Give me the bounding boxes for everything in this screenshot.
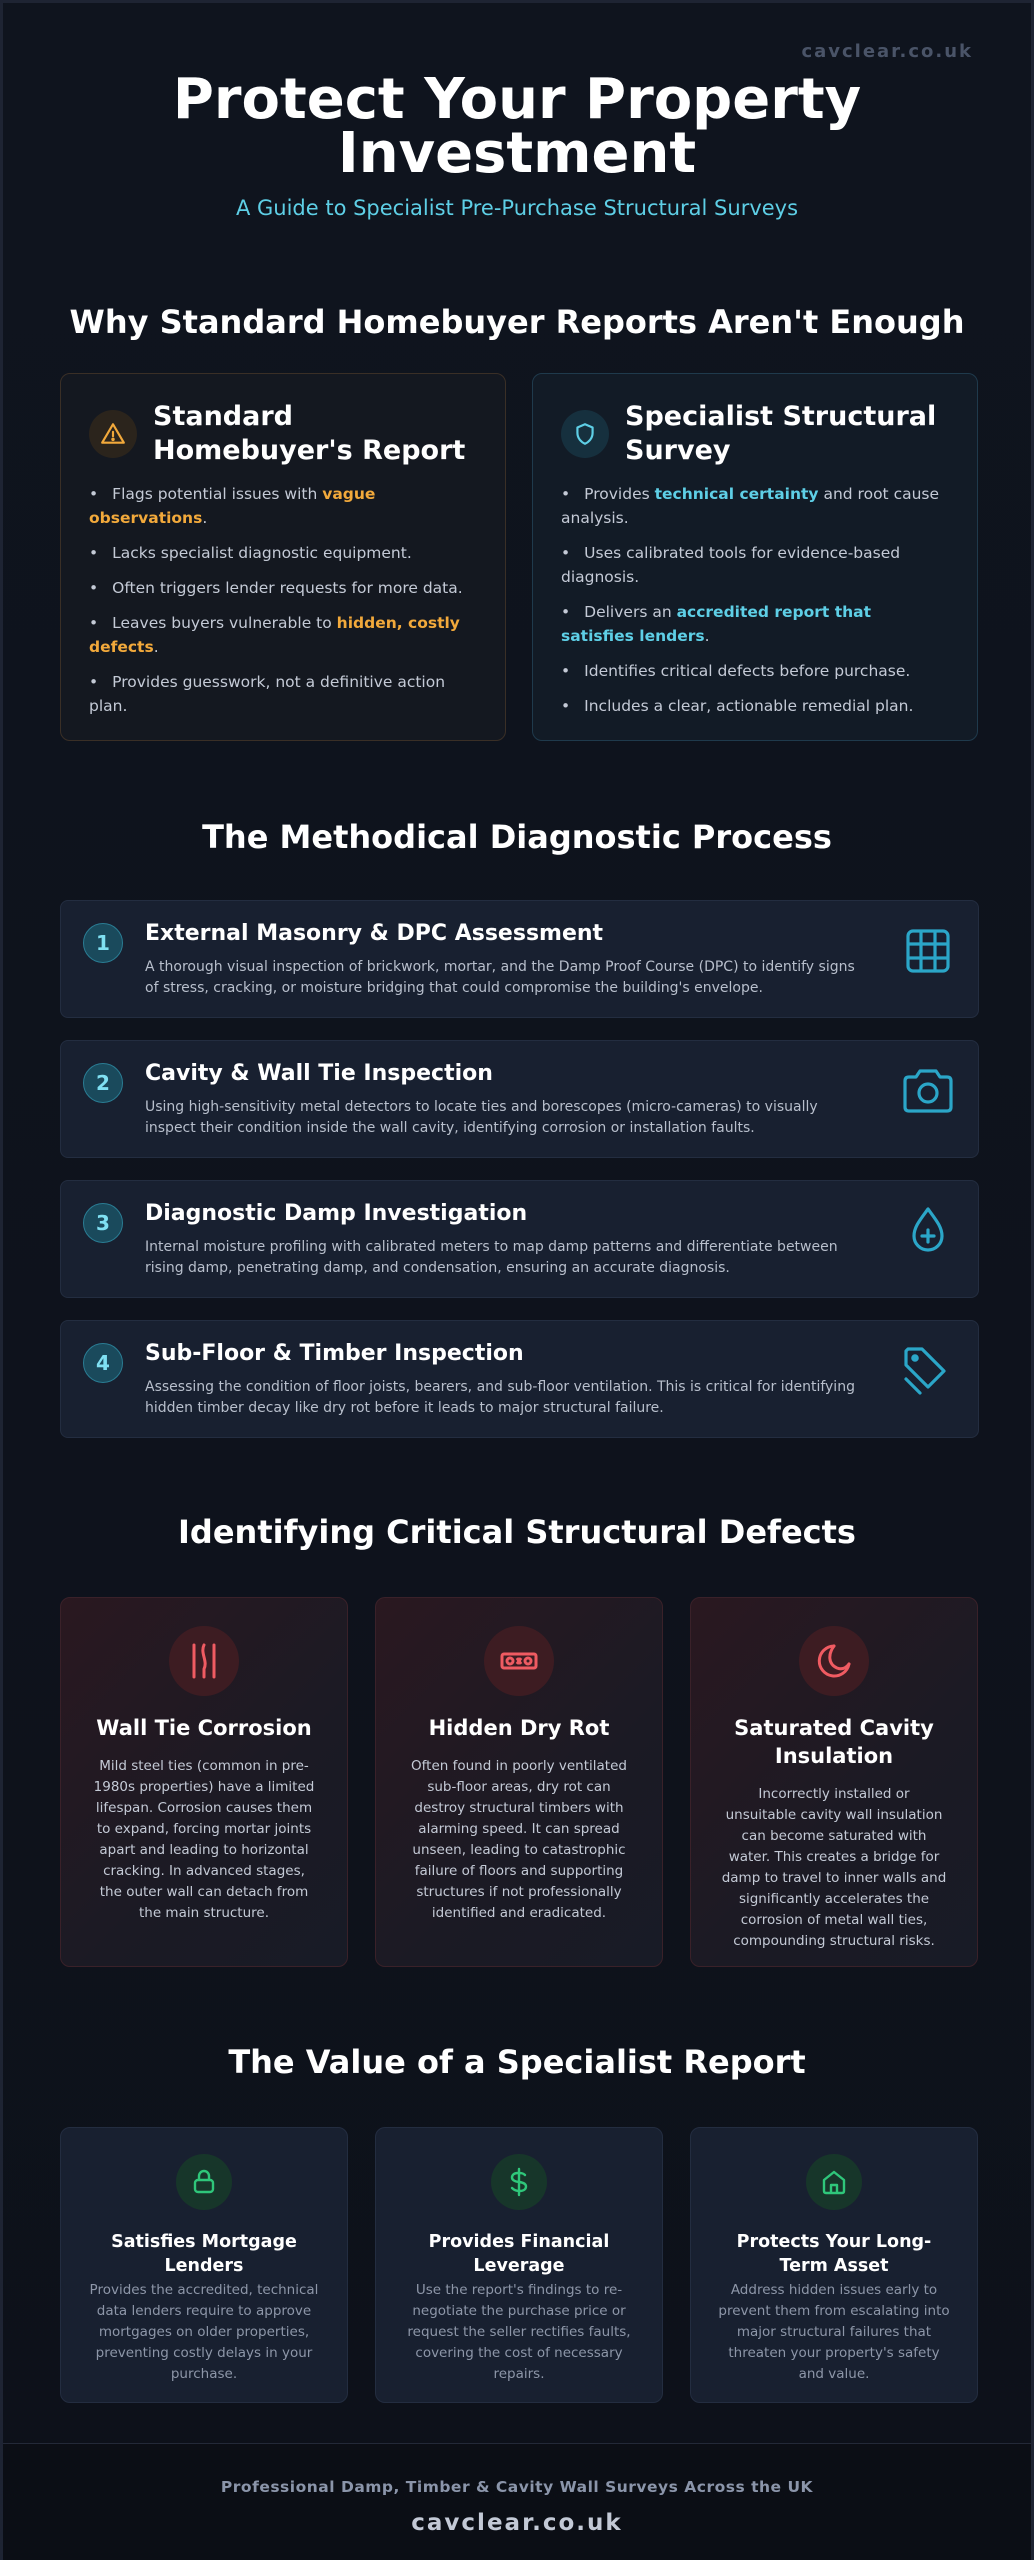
value-description: Use the report's findings to re-negotiat… [407, 2282, 631, 2382]
step-number: 4 [83, 1343, 123, 1383]
value-card: Satisfies Mortgage Lenders Provides the … [60, 2127, 348, 2403]
brand-top: cavclear.co.uk [801, 41, 973, 62]
comparison-section-title: Why Standard Homebuyer Reports Aren't En… [69, 303, 965, 341]
brick-grid-icon [900, 923, 956, 979]
page-subtitle: A Guide to Specialist Pre-Purchase Struc… [235, 196, 799, 220]
defect-card: Hidden Dry Rot Often found in poorly ven… [375, 1597, 663, 1967]
value-card: Provides Financial Leverage Use the repo… [375, 2127, 663, 2403]
defect-description: Often found in poorly ventilated sub-flo… [411, 1758, 627, 1921]
specialist-survey-title: Specialist Structural Survey [625, 401, 937, 466]
warning-icon [89, 410, 137, 458]
list-item: •Uses calibrated tools for evidence-base… [561, 544, 901, 586]
footer: Professional Damp, Timber & Cavity Wall … [3, 2443, 1031, 2560]
specialist-survey-card: Specialist Structural Survey •Provides t… [532, 373, 978, 741]
dollar-icon [491, 2154, 547, 2210]
page-title: Protect Your Property Investment [172, 67, 862, 186]
value-description: Address hidden issues early to prevent t… [718, 2282, 950, 2382]
footer-brand: cavclear.co.uk [411, 2510, 623, 2536]
process-step: 4 Sub-Floor & Timber Inspection Assessin… [60, 1320, 979, 1438]
list-item: •Leaves buyers vulnerable to hidden, cos… [89, 614, 460, 656]
home-icon [806, 2154, 862, 2210]
step-title: External Masonry & DPC Assessment [145, 921, 604, 946]
insulation-icon [799, 1626, 869, 1696]
defect-description: Incorrectly installed or unsuitable cavi… [721, 1786, 947, 1949]
process-step: 2 Cavity & Wall Tie Inspection Using hig… [60, 1040, 979, 1158]
list-item: •Provides guesswork, not a definitive ac… [89, 673, 446, 715]
step-description: Internal moisture profiling with calibra… [145, 1239, 838, 1276]
process-step: 1 External Masonry & DPC Assessment A th… [60, 900, 979, 1018]
process-section-title: The Methodical Diagnostic Process [202, 818, 832, 856]
step-number: 2 [83, 1063, 123, 1103]
step-title: Diagnostic Damp Investigation [145, 1201, 528, 1226]
value-title: Protects Your Long-Term Asset [736, 2232, 932, 2276]
list-item: •Provides technical certainty and root c… [561, 485, 940, 527]
standard-report-title: Standard Homebuyer's Report [153, 401, 466, 466]
step-number: 3 [83, 1203, 123, 1243]
footer-tagline: Professional Damp, Timber & Cavity Wall … [220, 2478, 814, 2496]
defect-card: Saturated Cavity Insulation Incorrectly … [690, 1597, 978, 1967]
value-title: Provides Financial Leverage [428, 2232, 610, 2276]
value-card: Protects Your Long-Term Asset Address hi… [690, 2127, 978, 2403]
list-item: •Often triggers lender requests for more… [89, 579, 463, 597]
step-description: Using high-sensitivity metal detectors t… [145, 1099, 818, 1136]
list-item: •Identifies critical defects before purc… [561, 662, 911, 680]
camera-icon [900, 1063, 956, 1119]
tag-icon [900, 1343, 956, 1399]
standard-report-card: Standard Homebuyer's Report •Flags poten… [60, 373, 506, 741]
value-description: Provides the accredited, technical data … [89, 2282, 319, 2382]
step-description: Assessing the condition of floor joists,… [145, 1379, 855, 1416]
step-title: Sub-Floor & Timber Inspection [145, 1341, 524, 1366]
step-description: A thorough visual inspection of brickwor… [145, 959, 855, 996]
defect-card: Wall Tie Corrosion Mild steel ties (comm… [60, 1597, 348, 1967]
value-title: Satisfies Mortgage Lenders [111, 2232, 297, 2276]
defect-title: Saturated Cavity Insulation [734, 1716, 934, 1768]
step-number: 1 [83, 923, 123, 963]
wall-ties-icon [169, 1626, 239, 1696]
process-step: 3 Diagnostic Damp Investigation Internal… [60, 1180, 979, 1298]
list-item: •Flags potential issues with vague obser… [89, 485, 376, 527]
defect-title: Wall Tie Corrosion [96, 1716, 312, 1740]
list-item: •Delivers an accredited report that sati… [561, 603, 872, 645]
list-item: •Includes a clear, actionable remedial p… [561, 697, 914, 715]
timber-icon [484, 1626, 554, 1696]
value-section-title: The Value of a Specialist Report [228, 2043, 806, 2081]
defect-description: Mild steel ties (common in pre-1980s pro… [93, 1758, 315, 1921]
list-item: •Lacks specialist diagnostic equipment. [89, 544, 412, 562]
standard-report-list: •Flags potential issues with vague obser… [89, 482, 477, 718]
shield-icon [561, 410, 609, 458]
specialist-survey-list: •Provides technical certainty and root c… [561, 482, 949, 718]
step-title: Cavity & Wall Tie Inspection [145, 1061, 493, 1086]
defect-title: Hidden Dry Rot [428, 1716, 610, 1740]
defects-section-title: Identifying Critical Structural Defects [178, 1513, 856, 1551]
droplet-plus-icon [900, 1203, 956, 1259]
lock-icon [176, 2154, 232, 2210]
